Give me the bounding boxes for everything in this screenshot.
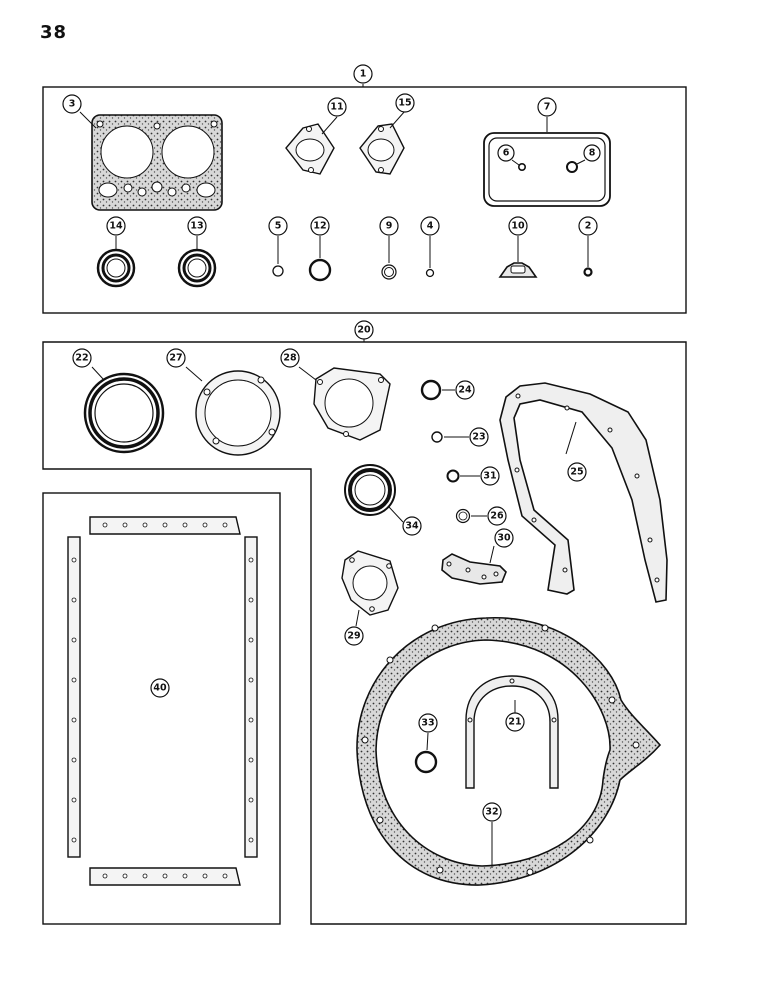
- callout-4: 4: [420, 216, 440, 236]
- callout-3: 3: [62, 94, 82, 114]
- svg-text:28: 28: [283, 353, 297, 364]
- callout-15: 15: [395, 93, 415, 113]
- callout-8: 8: [583, 144, 601, 162]
- callout-1: 1: [353, 64, 373, 84]
- cylinder-head-gasket: [91, 114, 223, 211]
- pump-housing-gasket: [313, 367, 391, 441]
- svg-text:26: 26: [490, 511, 504, 522]
- svg-text:12: 12: [313, 221, 326, 232]
- svg-text:29: 29: [347, 631, 360, 642]
- svg-text:23: 23: [472, 432, 485, 443]
- svg-text:20: 20: [357, 325, 371, 336]
- svg-text:22: 22: [75, 353, 88, 364]
- svg-text:9: 9: [386, 221, 393, 232]
- callout-12: 12: [310, 216, 330, 236]
- oil-pan-gasket: [67, 516, 258, 886]
- front-crankshaft-seal: [344, 464, 396, 516]
- flywheel-housing-gasket: [356, 617, 662, 886]
- svg-text:21: 21: [508, 717, 521, 728]
- callout-33: 33: [418, 713, 438, 733]
- round-cover-gasket: [195, 370, 281, 456]
- svg-text:2: 2: [585, 221, 592, 232]
- svg-text:15: 15: [398, 98, 411, 109]
- callout-9: 9: [379, 216, 399, 236]
- oil-pan-frame: [42, 492, 281, 925]
- svg-text:1: 1: [360, 69, 367, 80]
- svg-text:5: 5: [275, 221, 282, 232]
- rear-main-seal: [465, 675, 559, 789]
- callout-31: 31: [480, 466, 500, 486]
- svg-text:25: 25: [570, 467, 583, 478]
- callout-10: 10: [508, 216, 528, 236]
- svg-text:34: 34: [405, 521, 419, 532]
- svg-text:14: 14: [109, 221, 123, 232]
- svg-text:6: 6: [503, 148, 510, 159]
- oil-seal-13: [177, 248, 217, 288]
- svg-text:10: 10: [511, 221, 525, 232]
- o-ring-33: [414, 750, 438, 774]
- manifold-flange-gasket-15: [359, 123, 405, 175]
- callout-27: 27: [166, 348, 186, 368]
- svg-text:40: 40: [153, 683, 167, 694]
- callout-21: 21: [505, 712, 525, 732]
- callout-5: 5: [268, 216, 288, 236]
- svg-text:27: 27: [169, 353, 182, 364]
- callout-2: 2: [578, 216, 598, 236]
- callout-22: 22: [72, 348, 92, 368]
- svg-text:3: 3: [69, 99, 76, 110]
- washer-9: [381, 264, 397, 280]
- o-ring-12: [308, 258, 332, 282]
- svg-text:11: 11: [330, 102, 343, 113]
- oil-seal-14: [96, 248, 136, 288]
- callout-25: 25: [567, 462, 587, 482]
- callout-20: 20: [354, 320, 374, 340]
- svg-text:7: 7: [544, 102, 551, 113]
- callout-30: 30: [494, 528, 514, 548]
- o-ring-2: [583, 267, 593, 277]
- callout-24: 24: [455, 380, 475, 400]
- callout-26: 26: [487, 506, 507, 526]
- page-number: 38: [40, 22, 68, 43]
- rocker-cover-gasket: [483, 132, 611, 207]
- water-pump-gasket: [341, 550, 399, 616]
- svg-text:30: 30: [497, 533, 511, 544]
- callout-13: 13: [187, 216, 207, 236]
- o-ring-4: [425, 268, 435, 278]
- bracket-gasket: [441, 553, 507, 585]
- callout-40: 40: [150, 678, 170, 698]
- o-ring-31: [446, 469, 460, 483]
- kit-20-frame: [42, 341, 687, 925]
- o-ring-24: [420, 379, 442, 401]
- o-ring-23: [431, 431, 443, 443]
- svg-text:31: 31: [483, 471, 496, 482]
- timing-cover-gasket: [499, 382, 668, 603]
- callout-7: 7: [537, 97, 557, 117]
- o-ring-8: [566, 161, 578, 173]
- svg-text:32: 32: [485, 807, 498, 818]
- o-ring-6: [517, 163, 526, 172]
- washer-26: [455, 508, 471, 524]
- callout-11: 11: [327, 97, 347, 117]
- kit-1-frame: [42, 86, 687, 314]
- svg-text:33: 33: [421, 718, 434, 729]
- svg-text:13: 13: [190, 221, 203, 232]
- callout-6: 6: [497, 144, 515, 162]
- svg-text:24: 24: [458, 385, 472, 396]
- callout-29: 29: [344, 626, 364, 646]
- rear-crankshaft-seal: [83, 372, 165, 454]
- callout-28: 28: [280, 348, 300, 368]
- callout-34: 34: [402, 516, 422, 536]
- svg-text:8: 8: [589, 148, 596, 159]
- manifold-flange-gasket-11: [285, 123, 335, 175]
- svg-text:4: 4: [427, 221, 434, 232]
- callout-32: 32: [482, 802, 502, 822]
- callout-14: 14: [106, 216, 126, 236]
- o-ring-5: [272, 265, 284, 277]
- thermostat-gasket: [498, 262, 538, 278]
- callout-23: 23: [469, 427, 489, 447]
